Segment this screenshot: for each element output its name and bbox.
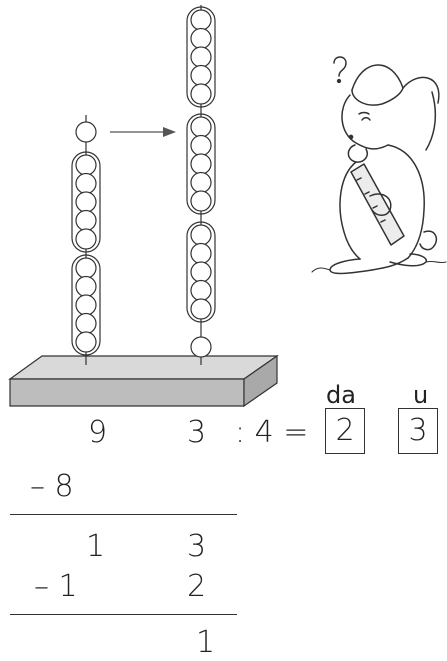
quotient-units-box: 3 [398, 408, 438, 454]
bead [190, 116, 212, 138]
bead-group-outline [71, 254, 101, 356]
bead [190, 27, 212, 50]
bead [75, 275, 97, 298]
bead [190, 9, 212, 31]
bead [75, 172, 97, 195]
remainder: 1 [196, 625, 216, 660]
abacus-base-front [9, 378, 245, 407]
bead-group-outline [71, 151, 101, 253]
bead [190, 224, 212, 246]
bead [190, 261, 212, 283]
division-operator: : 4 = [235, 415, 309, 450]
bead [190, 336, 212, 358]
dividend-tens: 9 [88, 415, 108, 450]
tens-rod-beads [71, 121, 101, 356]
label-units: u [413, 381, 429, 409]
bead-group-outline [186, 113, 216, 215]
bead [190, 83, 212, 105]
units-rod-beads [186, 6, 216, 358]
bead [75, 294, 97, 316]
divider-line-2 [10, 614, 237, 615]
rabbit-illustration [311, 56, 447, 275]
bead-group-outline [186, 6, 216, 108]
bead [190, 242, 212, 265]
dividend-units: 3 [187, 415, 207, 450]
subtract-2-tens: – 1 [34, 569, 78, 604]
abacus-base-top [8, 355, 279, 380]
bead [190, 134, 212, 157]
bead [75, 228, 97, 250]
bead [75, 257, 97, 279]
bead [190, 153, 212, 175]
bead-group-outline [186, 221, 216, 323]
bead [190, 46, 212, 68]
bead [75, 191, 97, 213]
bead [190, 64, 212, 87]
label-tens: da [326, 381, 356, 409]
move-arrow-icon [110, 127, 176, 137]
abacus-base-side [243, 354, 278, 408]
partial-tens: 1 [86, 529, 106, 564]
bead [190, 190, 212, 212]
bead [75, 209, 97, 232]
bead [75, 331, 97, 353]
bead [75, 312, 97, 335]
quotient-tens-box: 2 [325, 408, 365, 454]
subtract-1: – 8 [30, 469, 74, 504]
bead [75, 154, 97, 176]
partial-units: 3 [187, 529, 207, 564]
bead [190, 298, 212, 320]
bead [190, 279, 212, 302]
divider-line-1 [10, 514, 237, 515]
subtract-2-units: 2 [187, 569, 207, 604]
bead [75, 121, 97, 143]
bead [190, 171, 212, 194]
